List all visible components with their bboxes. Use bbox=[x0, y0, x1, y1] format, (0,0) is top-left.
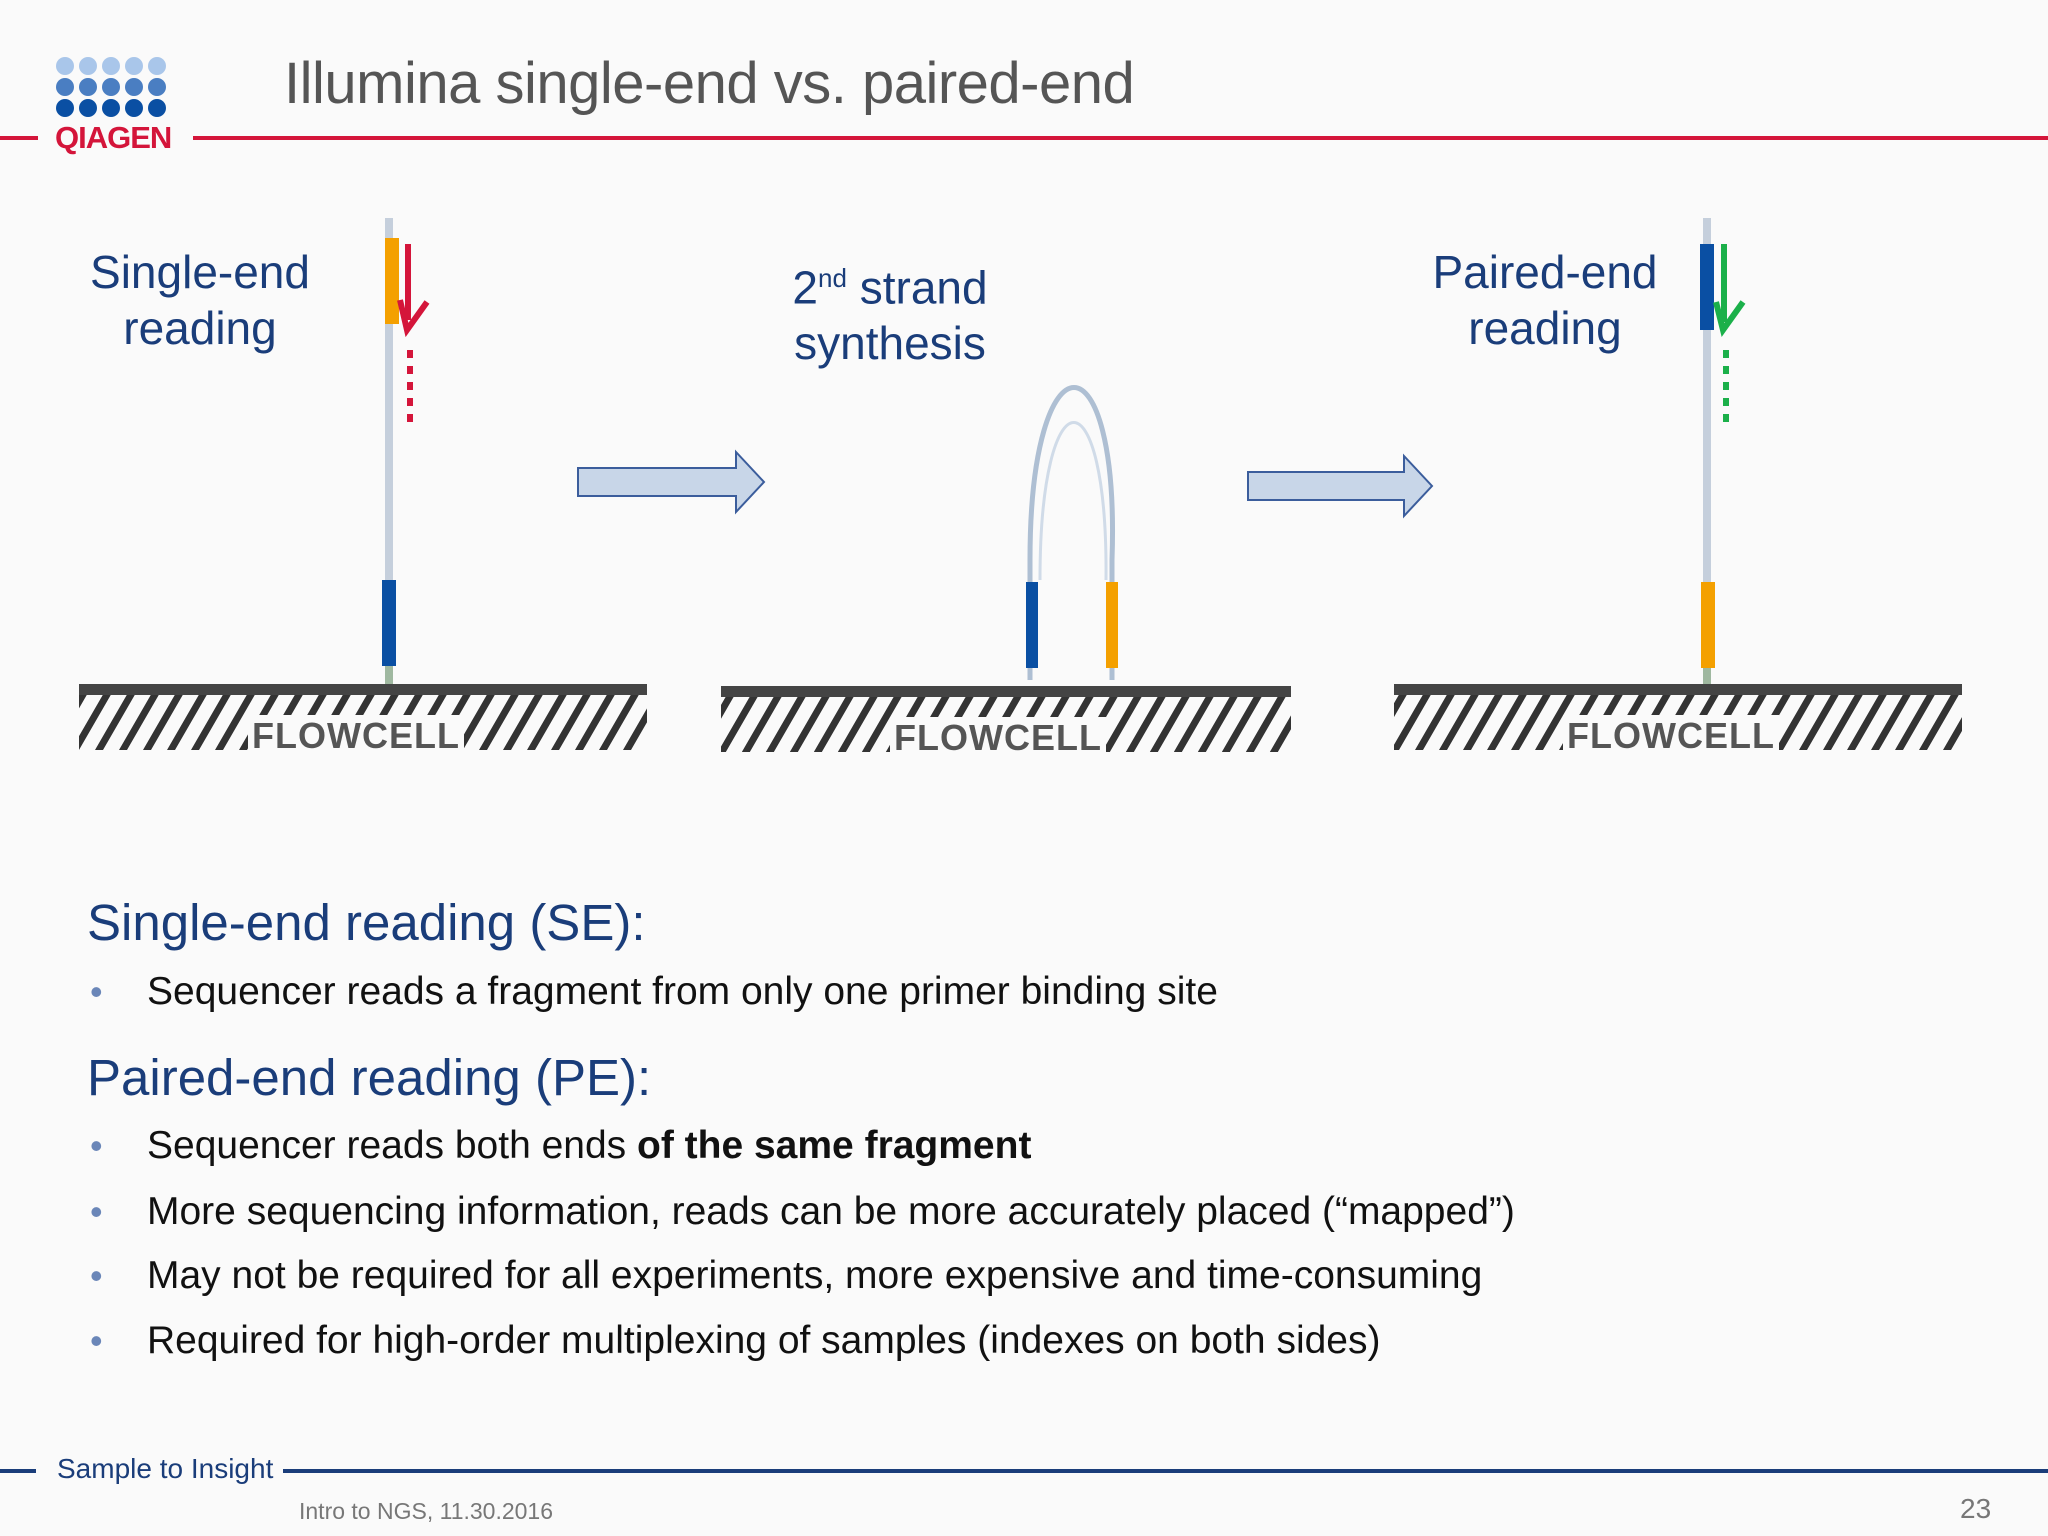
panel-label-synthesis-line2: synthesis bbox=[794, 317, 986, 370]
se-heading: Single-end reading (SE): bbox=[87, 894, 646, 951]
ordinal-number: 2 bbox=[792, 261, 819, 314]
primer-orange-2 bbox=[1106, 582, 1118, 668]
footer-date: Intro to NGS, 11.30.2016 bbox=[299, 1498, 554, 1524]
diagram bbox=[79, 218, 1962, 752]
adapter-blue-2 bbox=[1026, 582, 1038, 668]
ordinal-suffix: nd bbox=[818, 263, 847, 293]
pe-bullet-1: • Sequencer reads both ends of the same f… bbox=[87, 1124, 1031, 1168]
pe-heading: Paired-end reading (PE): bbox=[87, 1049, 652, 1106]
adapter-blue bbox=[382, 580, 396, 666]
bridge-fragment bbox=[1026, 385, 1118, 680]
pe-bullet-3-text: May not be required for all experiments,… bbox=[147, 1254, 1483, 1297]
paired-end-fragment bbox=[1700, 218, 1715, 684]
panel-label-paired-line1: Paired-end bbox=[1432, 246, 1658, 298]
footer-tagline: Sample to Insight bbox=[57, 1453, 274, 1484]
flowcell-label-1: FLOWCELL bbox=[248, 715, 464, 757]
primer-orange-3 bbox=[1701, 582, 1715, 668]
pe-bullet-3: • May not be required for all experiments… bbox=[87, 1254, 1482, 1298]
se-bullet-1: • Sequencer reads a fragment from only on… bbox=[87, 970, 1218, 1014]
pe-bullet-4-text: Required for high-order multiplexing of … bbox=[147, 1319, 1381, 1362]
panel-label-synthesis-line1: 2nd strand bbox=[770, 250, 1010, 315]
read-arrow-green-icon bbox=[1713, 244, 1746, 430]
se-bullet-1-text: Sequencer reads a fragment from only one… bbox=[147, 970, 1218, 1013]
flowcell-label-2: FLOWCELL bbox=[890, 717, 1106, 759]
footer-rule bbox=[283, 1469, 2048, 1473]
panel-label-single: Single-end reading bbox=[80, 244, 320, 356]
pe-bullet-2-text: More sequencing information, reads can b… bbox=[147, 1190, 1515, 1233]
process-arrow-2-icon bbox=[1247, 453, 1434, 519]
pe-bullet-4: • Required for high-order multiplexing of… bbox=[87, 1319, 1380, 1363]
strand-word: strand bbox=[846, 261, 988, 314]
panel-label-paired-line2: reading bbox=[1468, 302, 1622, 354]
logo-dots-icon bbox=[56, 57, 166, 117]
adapter-blue-3 bbox=[1700, 244, 1714, 330]
bullet-icon: • bbox=[90, 971, 103, 1012]
panel-label-synthesis: 2nd strand synthesis bbox=[770, 250, 1010, 371]
process-arrow-1-icon bbox=[577, 449, 766, 515]
single-end-fragment bbox=[382, 218, 399, 684]
footer-rule-left bbox=[0, 1469, 36, 1473]
read-arrow-red-icon bbox=[397, 244, 430, 430]
flowcell-label-3: FLOWCELL bbox=[1563, 715, 1779, 757]
pe-bullet-2: • More sequencing information, reads can … bbox=[87, 1190, 1515, 1234]
bullet-icon: • bbox=[90, 1255, 103, 1296]
primer-orange bbox=[385, 238, 399, 324]
qiagen-logo: QIAGEN bbox=[55, 56, 175, 155]
logo-text: QIAGEN bbox=[55, 120, 172, 155]
bullet-icon: • bbox=[90, 1320, 103, 1361]
panel-label-paired: Paired-end reading bbox=[1425, 244, 1665, 356]
pe-bullet-1-text: Sequencer reads both ends bbox=[147, 1124, 638, 1167]
panel-label-single-line2: reading bbox=[123, 302, 277, 354]
pe-bullet-1-emphasis: of the same fragment bbox=[637, 1124, 1032, 1167]
bullet-icon: • bbox=[90, 1125, 103, 1166]
page-number: 23 bbox=[1960, 1493, 1992, 1524]
bullet-icon: • bbox=[90, 1191, 103, 1232]
header-rule-left bbox=[0, 136, 38, 140]
panel-label-single-line1: Single-end bbox=[90, 246, 310, 298]
page-title: Illumina single-end vs. paired-end bbox=[284, 51, 1135, 116]
header-rule bbox=[193, 136, 2048, 140]
